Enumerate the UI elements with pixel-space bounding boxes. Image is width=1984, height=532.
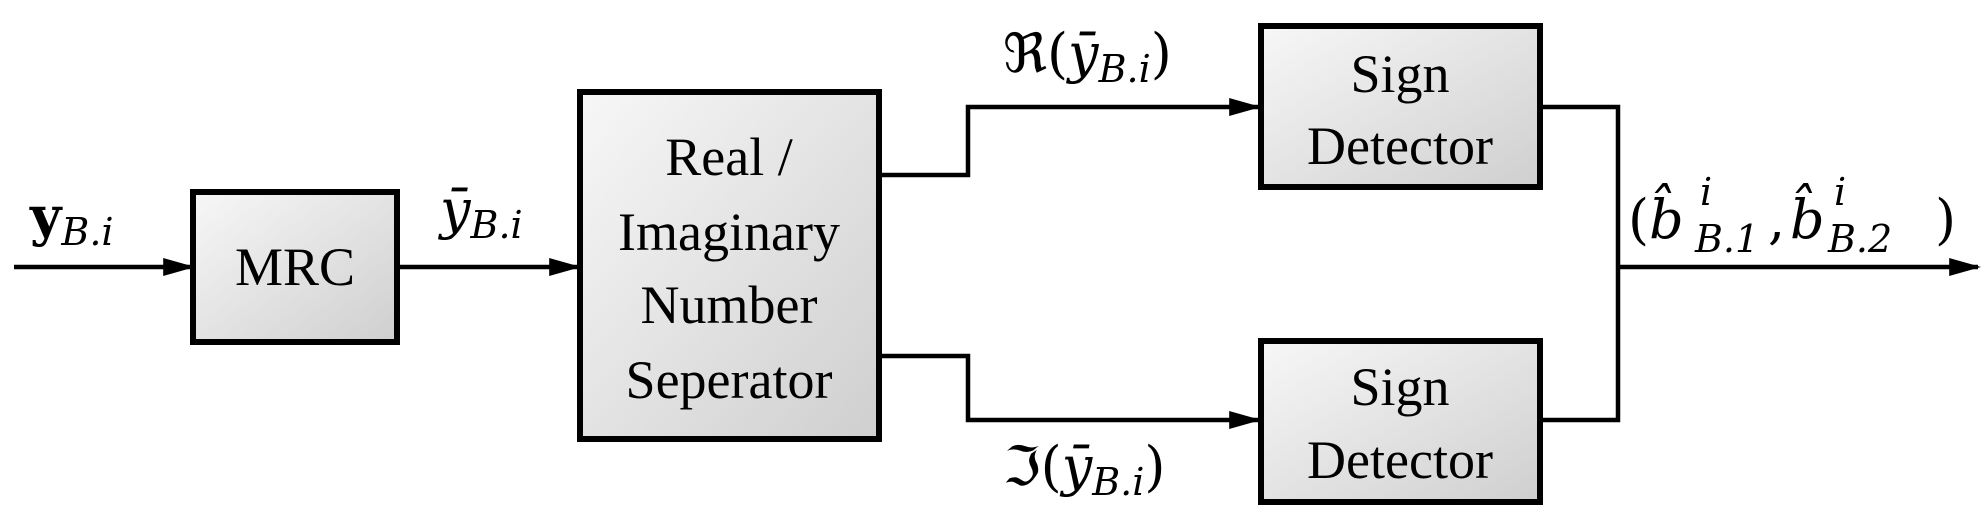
mrc-output-signal-label: ȳB.i [438, 178, 523, 247]
svg-text:B.2: B.2 [1827, 217, 1892, 261]
separator-line-4: Seperator [626, 350, 833, 410]
top-detector-output-wire [1540, 104, 1621, 267]
real-branch-arrow [879, 98, 1262, 178]
imaginary-part-label: ℑ(ȳB.i) [1003, 435, 1166, 504]
detector-bottom-line-1: Sign [1350, 357, 1449, 417]
detector-top-line-2: Detector [1307, 116, 1493, 176]
detector-bottom-line-2: Detector [1307, 430, 1493, 490]
svg-text:B.1: B.1 [1694, 217, 1759, 261]
svg-text:b̂: b̂ [1790, 182, 1825, 251]
separator-line-3: Number [641, 275, 818, 335]
separator-line-1: Real / [665, 127, 792, 187]
sign-detector-bottom-block: Sign Detector [1258, 338, 1543, 505]
svg-text:i: i [1834, 170, 1846, 214]
mrc-label: MRC [235, 237, 355, 297]
real-part-label: ℜ(ȳB.i) [1003, 22, 1172, 91]
imag-branch-arrow [879, 353, 1262, 429]
detector-top-line-1: Sign [1350, 44, 1449, 104]
real-imaginary-separator-block: Real / Imaginary Number Seperator [577, 89, 882, 442]
mrc-block: MRC [190, 189, 400, 345]
svg-text:(b̂: (b̂ [1628, 182, 1684, 251]
output-signal-label: (b̂ i B.1 , b̂ i B.2 ) [1628, 170, 1956, 261]
separator-line-2: Imaginary [618, 202, 840, 262]
svg-text:i: i [1700, 170, 1712, 214]
input-signal-label: yB.i [29, 184, 114, 254]
sign-detector-top-block: Sign Detector [1258, 23, 1543, 190]
bottom-detector-output-wire [1540, 267, 1621, 423]
svg-text:): ) [1935, 188, 1956, 251]
svg-text:,: , [1768, 188, 1785, 251]
